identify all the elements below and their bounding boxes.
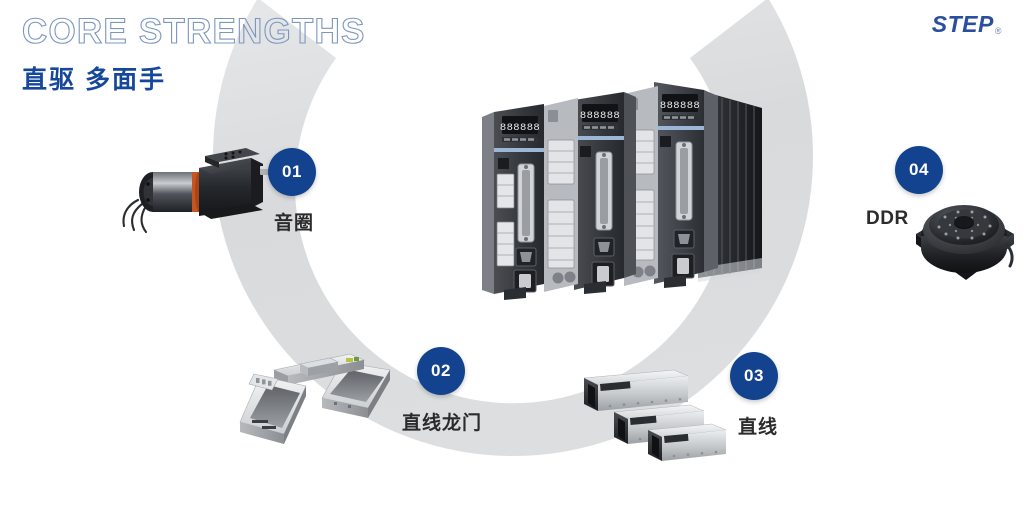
logo-text: STEP	[931, 11, 994, 37]
badge-03-number: 03	[744, 366, 764, 385]
item-label-03: 直线	[738, 417, 779, 438]
item-label-01: 音圈	[274, 213, 315, 234]
trademark-icon: ®	[994, 26, 1002, 36]
page-title: CORE STRENGTHS 直驱 多面手	[21, 12, 366, 96]
svg-text:888888: 888888	[500, 122, 540, 134]
badge-02-number: 02	[431, 361, 451, 380]
item-label-04: DDR	[866, 208, 909, 229]
linear-motor-modules-icon	[562, 368, 732, 481]
servo-drive-units-icon: 888888	[466, 72, 786, 307]
voice-coil-motor-icon	[120, 124, 290, 249]
brand-logo: STEP ®	[932, 11, 1002, 38]
title-english: CORE STRENGTHS	[21, 12, 366, 51]
badge-01-number: 01	[282, 162, 302, 181]
item-label-02: 直线龙门	[402, 413, 483, 434]
badge-04-number: 04	[909, 160, 929, 179]
badge-03[interactable]: 03	[730, 352, 778, 400]
title-chinese: 直驱 多面手	[22, 65, 166, 94]
direct-drive-rotary-motor-icon	[908, 182, 1020, 287]
badge-01[interactable]: 01	[268, 148, 316, 196]
linear-gantry-icon	[238, 336, 418, 451]
badge-02[interactable]: 02	[417, 347, 465, 395]
badge-04[interactable]: 04	[895, 146, 943, 194]
svg-text:888888: 888888	[580, 110, 620, 122]
svg-text:888888: 888888	[660, 100, 700, 112]
